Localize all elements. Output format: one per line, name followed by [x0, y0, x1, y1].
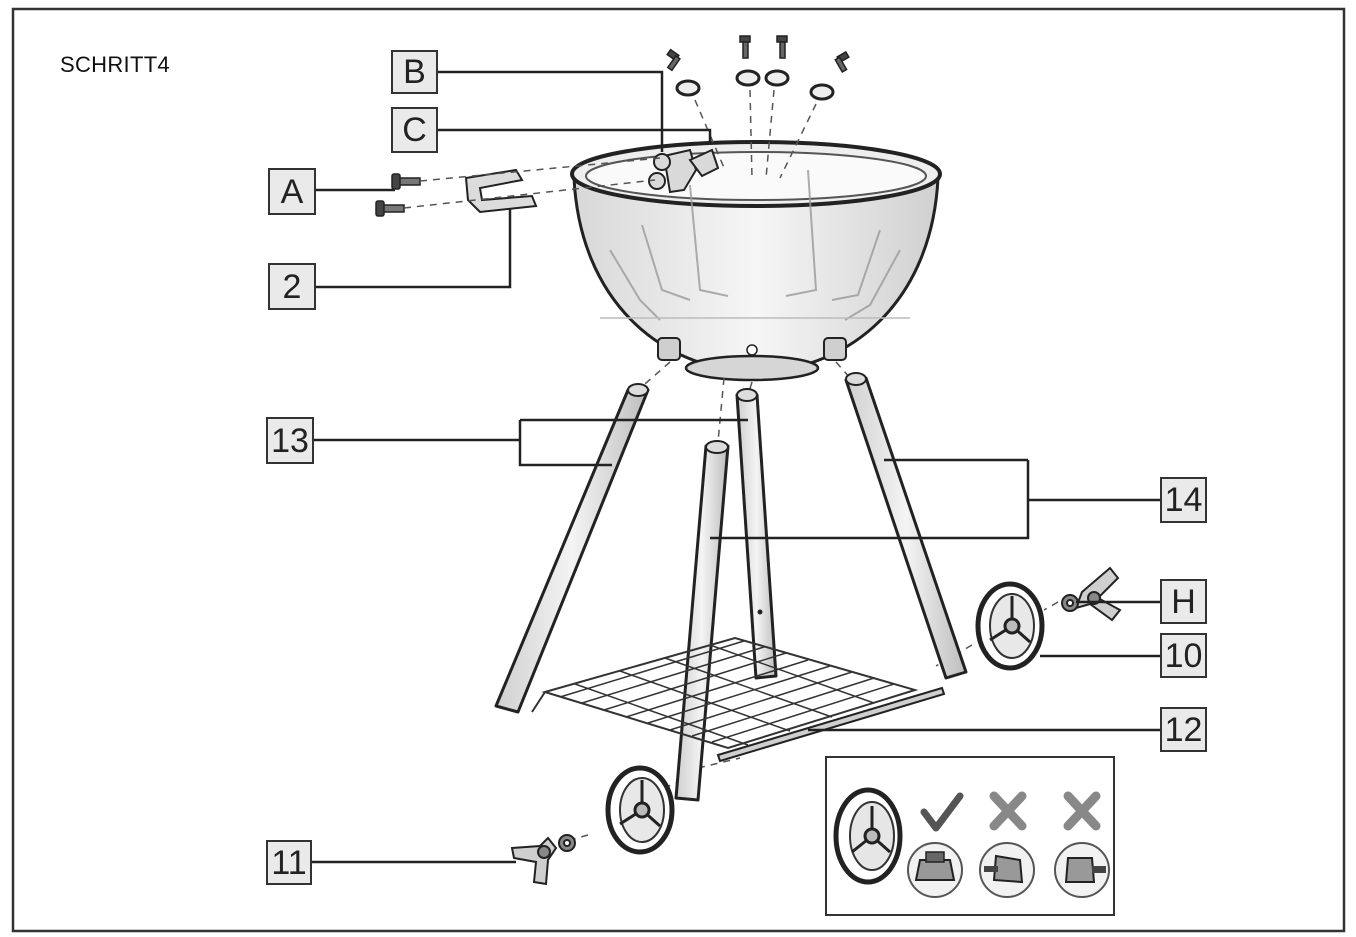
callout-13: 13 [266, 417, 314, 464]
wheel-orientation-inset [825, 756, 1115, 916]
nut-11 [558, 834, 576, 852]
assembly-guides [403, 89, 1059, 841]
axle-12 [716, 686, 946, 763]
bowl-handle-bracket [648, 148, 720, 194]
wrong-nut-detail-1 [979, 842, 1035, 898]
callout-12: 12 [1160, 707, 1207, 752]
screw-a-2 [375, 200, 405, 217]
callout-h: H [1160, 579, 1207, 624]
cross-icon [989, 791, 1027, 831]
callout-14: 14 [1160, 477, 1207, 523]
wheel-11 [605, 765, 675, 855]
callout-11: 11 [266, 840, 312, 885]
callout-10: 10 [1160, 633, 1207, 678]
wing-nut-h [1074, 566, 1122, 622]
leg-14-right [844, 372, 968, 680]
handle-part-2 [464, 168, 538, 214]
step-title: SCHRITT4 [60, 52, 170, 77]
callout-c: C [391, 107, 438, 153]
page-border [11, 7, 1346, 933]
leg-13-rear [735, 388, 778, 680]
check-icon [920, 792, 964, 832]
callout-b: B [391, 50, 438, 94]
wrong-nut-detail-2 [1054, 842, 1110, 898]
cross-icon [1063, 791, 1101, 831]
screw-a-1 [391, 173, 421, 190]
callout-leaders [312, 70, 1160, 864]
bottom-grate [531, 636, 919, 750]
callout-a: A [268, 168, 316, 215]
correct-nut-detail [907, 842, 963, 898]
wing-nut-11 [510, 836, 558, 886]
top-screws [666, 35, 850, 101]
wheel-10 [975, 581, 1045, 671]
leg-13-front-left [494, 383, 650, 714]
grill-bowl [570, 140, 942, 382]
nut-h [1061, 594, 1079, 612]
callout-2: 2 [268, 263, 316, 310]
leg-14-front [674, 440, 730, 802]
